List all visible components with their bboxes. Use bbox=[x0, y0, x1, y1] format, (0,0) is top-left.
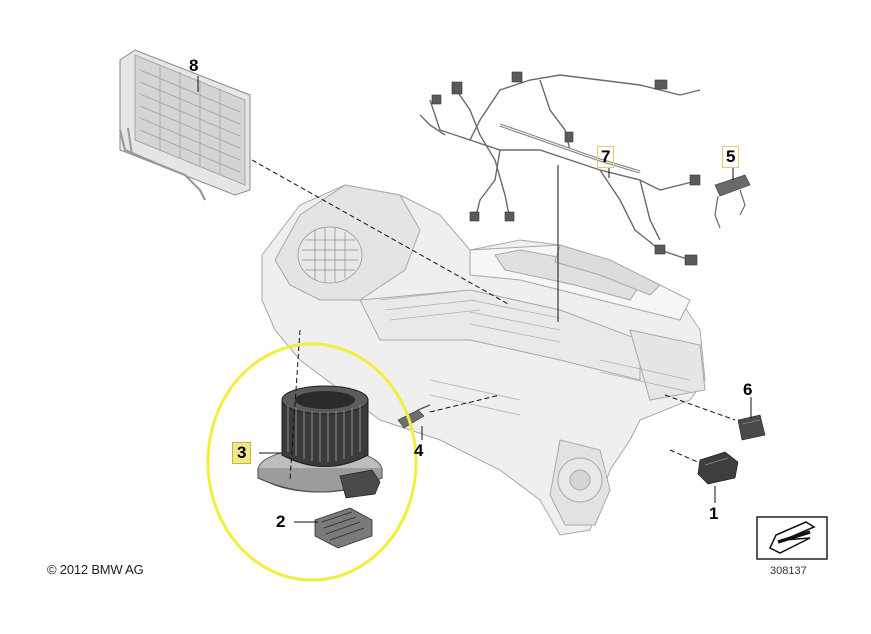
orientation-arrow-icon bbox=[756, 516, 828, 560]
part-6-actuator bbox=[737, 414, 766, 441]
blower-inlet-grid bbox=[297, 226, 363, 284]
part-5-sensor bbox=[714, 174, 751, 229]
callout-1: 1 bbox=[709, 504, 719, 523]
copyright-notice: © 2012 BMW AG bbox=[47, 562, 144, 577]
figure-number: 308137 bbox=[770, 565, 807, 577]
part-7-wiring-harness bbox=[419, 74, 701, 261]
callout-4: 4 bbox=[414, 441, 424, 460]
leader-lines bbox=[251, 159, 736, 481]
part-1-servomotor bbox=[697, 451, 739, 485]
callout-5: 5 bbox=[722, 146, 740, 168]
housing-ribs bbox=[379, 289, 691, 416]
part-4-sensor bbox=[397, 404, 431, 429]
highlight-ring bbox=[206, 342, 418, 582]
part-3-blower-motor bbox=[257, 385, 383, 499]
callout-3: 3 bbox=[232, 442, 252, 464]
part-2-blower-resistor bbox=[314, 507, 373, 549]
part-8-heat-exchanger bbox=[118, 49, 251, 201]
harness-connectors bbox=[431, 71, 701, 266]
callout-lines bbox=[197, 76, 752, 523]
callout-7: 7 bbox=[597, 146, 615, 168]
callout-6: 6 bbox=[743, 380, 753, 399]
callout-8: 8 bbox=[189, 56, 199, 75]
callout-2: 2 bbox=[276, 512, 286, 531]
